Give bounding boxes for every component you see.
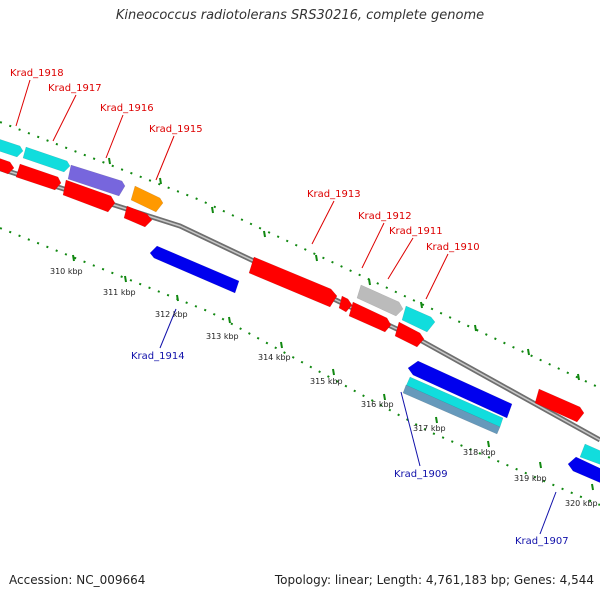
gene-label-krad-1915: Krad_1915	[149, 124, 203, 135]
outer-tick-track	[0, 121, 600, 389]
kbp-label: 313 kbp	[206, 332, 239, 341]
gene-label-krad-1911: Krad_1911	[389, 226, 443, 237]
gene-arrow[interactable]	[123, 205, 153, 228]
gene-label-krad-1909: Krad_1909	[394, 469, 448, 480]
kbp-label: 315 kbp	[310, 377, 343, 386]
gene-arrow[interactable]	[0, 155, 15, 175]
kbp-label: 310 kbp	[50, 267, 83, 276]
gene-arrow[interactable]	[567, 456, 600, 487]
gene-arrow[interactable]	[149, 245, 240, 294]
gene-label-krad-1916: Krad_1916	[100, 103, 154, 114]
gene-label-krad-1913: Krad_1913	[307, 189, 361, 200]
gene-arrow[interactable]	[22, 146, 71, 173]
label-leaders	[15, 79, 557, 535]
kbp-label: 316 kbp	[361, 400, 394, 409]
gene-label-krad-1918: Krad_1918	[10, 68, 64, 79]
outer-major-ticks	[108, 157, 580, 381]
genome-backbone	[0, 165, 600, 443]
gene-label-krad-1910: Krad_1910	[426, 242, 480, 253]
gene-arrow[interactable]	[407, 360, 513, 419]
gene-label-krad-1907: Krad_1907	[515, 536, 569, 547]
map-title: Kineococcus radiotolerans SRS30216, comp…	[115, 8, 485, 23]
accession-text: Accession: NC_009664	[9, 573, 146, 587]
gene-arrow[interactable]	[534, 388, 585, 423]
gene-arrow[interactable]	[401, 305, 436, 333]
kbp-label: 312 kbp	[155, 310, 188, 319]
gene-arrow[interactable]	[338, 295, 353, 313]
gene-arrow[interactable]	[348, 301, 392, 333]
gene-label-krad-1912: Krad_1912	[358, 211, 412, 222]
kbp-label: 318 kbp	[463, 448, 496, 457]
gene-arrow[interactable]	[248, 256, 338, 308]
inner-major-ticks	[72, 254, 594, 491]
gene-arrow[interactable]	[579, 443, 600, 468]
kbp-label: 320 kbp	[565, 499, 598, 508]
reverse-genes	[149, 245, 600, 487]
forward-genes	[0, 136, 600, 468]
kbp-label: 319 kbp	[514, 474, 547, 483]
gene-arrow[interactable]	[394, 321, 425, 348]
kbp-label: 317 kbp	[413, 424, 446, 433]
kbp-label: 311 kbp	[103, 288, 136, 297]
gene-arrow[interactable]	[356, 284, 404, 317]
gene-arrow[interactable]	[402, 384, 501, 435]
gene-label-krad-1917: Krad_1917	[48, 83, 102, 94]
gene-label-krad-1914: Krad_1914	[131, 351, 185, 362]
gene-arrow[interactable]	[130, 185, 164, 213]
gene-arrow[interactable]	[15, 163, 62, 191]
topology-text: Topology: linear; Length: 4,761,183 bp; …	[274, 573, 594, 587]
gene-arrow[interactable]	[62, 179, 116, 213]
inner-tick-track	[0, 227, 600, 506]
gene-arrow[interactable]	[67, 164, 126, 197]
kbp-label: 314 kbp	[258, 353, 291, 362]
gene-arrow[interactable]	[0, 136, 24, 158]
